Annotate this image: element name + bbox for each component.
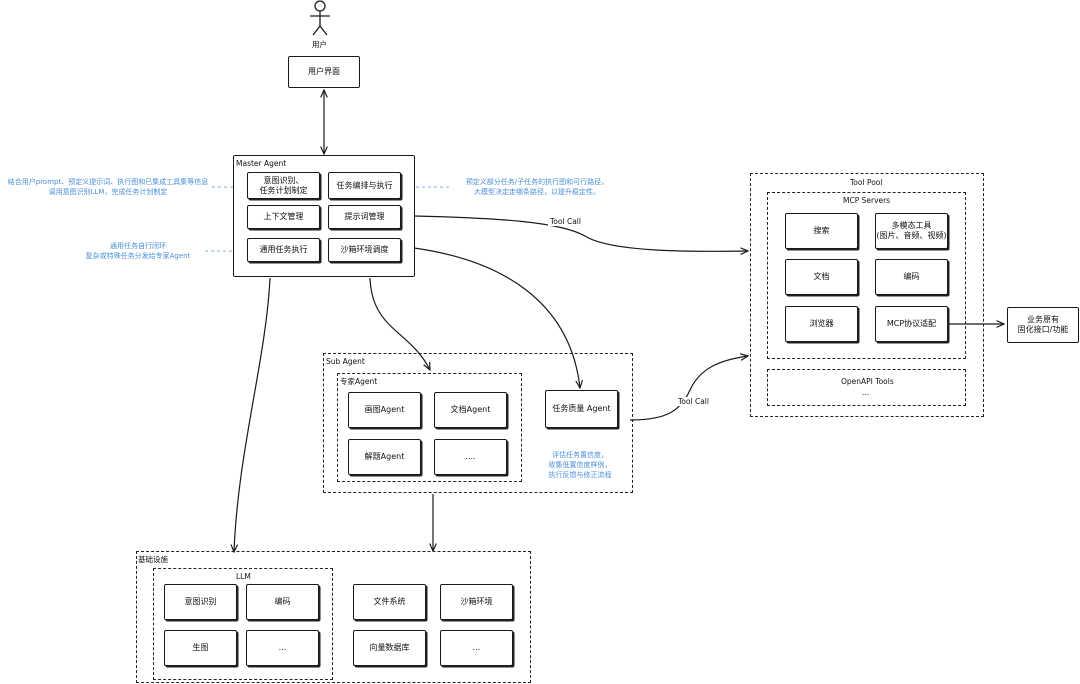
llm-item-intent[interactable]: 意图识别 [164, 584, 237, 620]
llm-item-coding[interactable]: 编码 [246, 584, 319, 620]
note-left-bottom: 通用任务自行闭环 复杂或特殊任务分发给专家Agent [70, 241, 206, 261]
stick-figure-user-icon [310, 0, 330, 36]
llm-item-image-gen[interactable]: 生图 [164, 630, 237, 666]
tool-call-label-1: Tool Call [548, 217, 583, 226]
infra-item-filesystem-label: 文件系统 [373, 597, 406, 606]
note-left-bottom-line1: 通用任务自行闭环 [110, 242, 166, 250]
infra-item-more[interactable]: ... [440, 630, 513, 666]
llm-item-intent-label: 意图识别 [184, 597, 217, 606]
master-item-intent-line1: 意图识别、 [263, 175, 304, 185]
expert-item-drawing-label: 画图Agent [364, 405, 405, 414]
master-item-sandbox-label: 沙箱环境调度 [340, 245, 389, 254]
master-item-general-task-label: 通用任务执行 [259, 245, 308, 254]
llm-item-coding-label: 编码 [274, 597, 291, 606]
expert-item-more[interactable]: .... [434, 439, 507, 475]
master-item-context-label: 上下文管理 [263, 212, 304, 221]
note-right-top-line2: 大模型决定走哪条路径，以提升稳定性。 [474, 188, 600, 196]
master-item-general-task[interactable]: 通用任务执行 [247, 238, 320, 262]
expert-item-solver[interactable]: 解题Agent [348, 439, 421, 475]
master-item-intent-line2: 任务计划制定 [259, 185, 308, 195]
expert-item-more-label: .... [465, 452, 476, 461]
edge-master-quality [413, 247, 580, 388]
quality-agent-box[interactable]: 任务质量 Agent [545, 390, 618, 428]
note-quality-line1: 评估任务置信度， [552, 451, 608, 459]
infra-item-sandbox-label: 沙箱环境 [460, 597, 493, 606]
mcp-item-document-label: 文档 [813, 272, 830, 281]
infra-panel [136, 551, 531, 683]
expert-item-document[interactable]: 文档Agent [434, 392, 507, 428]
llm-title: LLM [236, 572, 251, 581]
external-interface-line1: 业务原有 [1027, 315, 1059, 324]
mcp-item-protocol-adapter-label: MCP协议适配 [886, 319, 937, 328]
llm-item-more-label: ... [278, 643, 287, 652]
openapi-tools-panel [767, 369, 966, 406]
note-left-top: 结合用户prompt、预定义提示词、执行图和已集成工具集等信息 调用意图识别LL… [4, 177, 212, 197]
llm-item-image-gen-label: 生图 [192, 643, 209, 652]
tool-pool-title: Tool Pool [850, 178, 883, 187]
expert-item-document-label: 文档Agent [450, 405, 491, 414]
master-item-sandbox[interactable]: 沙箱环境调度 [328, 238, 401, 262]
mcp-servers-title: MCP Servers [843, 196, 891, 205]
infra-item-filesystem[interactable]: 文件系统 [353, 584, 426, 620]
llm-item-more[interactable]: ... [246, 630, 319, 666]
infra-item-vector-db[interactable]: 向量数据库 [353, 630, 426, 666]
infra-item-more-label: ... [472, 643, 481, 652]
mcp-servers-panel [767, 192, 966, 359]
edge-quality-toolpool [629, 356, 748, 421]
note-quality: 评估任务置信度， 收集低置信度样例， 执行反馈与修正流程 [536, 450, 624, 480]
mcp-item-coding[interactable]: 编码 [875, 259, 948, 295]
mcp-item-multimodal[interactable]: 多模态工具 (图片、音频、视频) [875, 213, 948, 249]
master-agent-title: Master Agent [236, 159, 287, 168]
mcp-item-coding-label: 编码 [903, 272, 920, 281]
mcp-item-browser[interactable]: 浏览器 [785, 306, 858, 342]
edge-master-infra [234, 277, 271, 552]
expert-agent-panel [337, 373, 522, 482]
sub-agent-title: Sub Agent [326, 357, 365, 366]
expert-item-drawing[interactable]: 画图Agent [348, 392, 421, 428]
mcp-item-browser-label: 浏览器 [809, 319, 834, 328]
openapi-tools-more: ... [862, 388, 870, 397]
mcp-item-multimodal-line2: (图片、音频、视频) [876, 231, 947, 240]
edge-master-expert [369, 277, 430, 370]
user-label: 用户 [312, 40, 327, 49]
llm-panel [153, 568, 333, 680]
note-quality-line2: 收集低置信度样例， [548, 461, 612, 469]
master-item-prompt-label: 提示词管理 [344, 212, 385, 221]
note-right-top: 预定义部分任务/子任务的执行图和可行路径， 大模型决定走哪条路径，以提升稳定性。 [452, 177, 622, 197]
expert-item-solver-label: 解题Agent [364, 452, 405, 461]
master-item-prompt[interactable]: 提示词管理 [328, 205, 401, 229]
external-interface-line2: 固化接口/功能 [1017, 325, 1069, 334]
note-right-top-line1: 预定义部分任务/子任务的执行图和可行路径， [465, 178, 609, 186]
mcp-item-protocol-adapter[interactable]: MCP协议适配 [875, 306, 948, 342]
master-item-orchestration[interactable]: 任务编排与执行 [328, 172, 401, 199]
master-item-intent[interactable]: 意图识别、 任务计划制定 [247, 172, 320, 199]
sub-agent-panel [323, 353, 633, 493]
quality-agent-label: 任务质量 Agent [552, 404, 611, 413]
tool-pool-panel [750, 173, 984, 417]
infra-item-vector-db-label: 向量数据库 [369, 643, 410, 652]
mcp-item-search-label: 搜索 [813, 226, 830, 235]
master-item-context[interactable]: 上下文管理 [247, 205, 320, 229]
note-left-top-line2: 调用意图识别LLM，完成任务计划制定 [48, 188, 168, 196]
ui-box-label: 用户界面 [308, 67, 340, 76]
mcp-item-multimodal-line1: 多模态工具 [891, 221, 932, 230]
infra-title: 基础设施 [138, 555, 168, 564]
ui-box[interactable]: 用户界面 [288, 56, 360, 88]
openapi-tools-title: OpenAPI Tools [841, 377, 894, 386]
external-interface-box[interactable]: 业务原有 固化接口/功能 [1007, 307, 1079, 343]
note-quality-line3: 执行反馈与修正流程 [548, 471, 612, 479]
note-left-top-line1: 结合用户prompt、预定义提示词、执行图和已集成工具集等信息 [7, 178, 209, 186]
edge-master-toolpool [413, 215, 748, 251]
mcp-item-search[interactable]: 搜索 [785, 213, 858, 249]
expert-agent-title: 专家Agent [340, 377, 378, 386]
master-item-orchestration-label: 任务编排与执行 [336, 180, 393, 190]
tool-call-label-2: Tool Call [676, 397, 711, 406]
mcp-item-document[interactable]: 文档 [785, 259, 858, 295]
infra-item-sandbox[interactable]: 沙箱环境 [440, 584, 513, 620]
note-left-bottom-line2: 复杂或特殊任务分发给专家Agent [85, 252, 191, 260]
